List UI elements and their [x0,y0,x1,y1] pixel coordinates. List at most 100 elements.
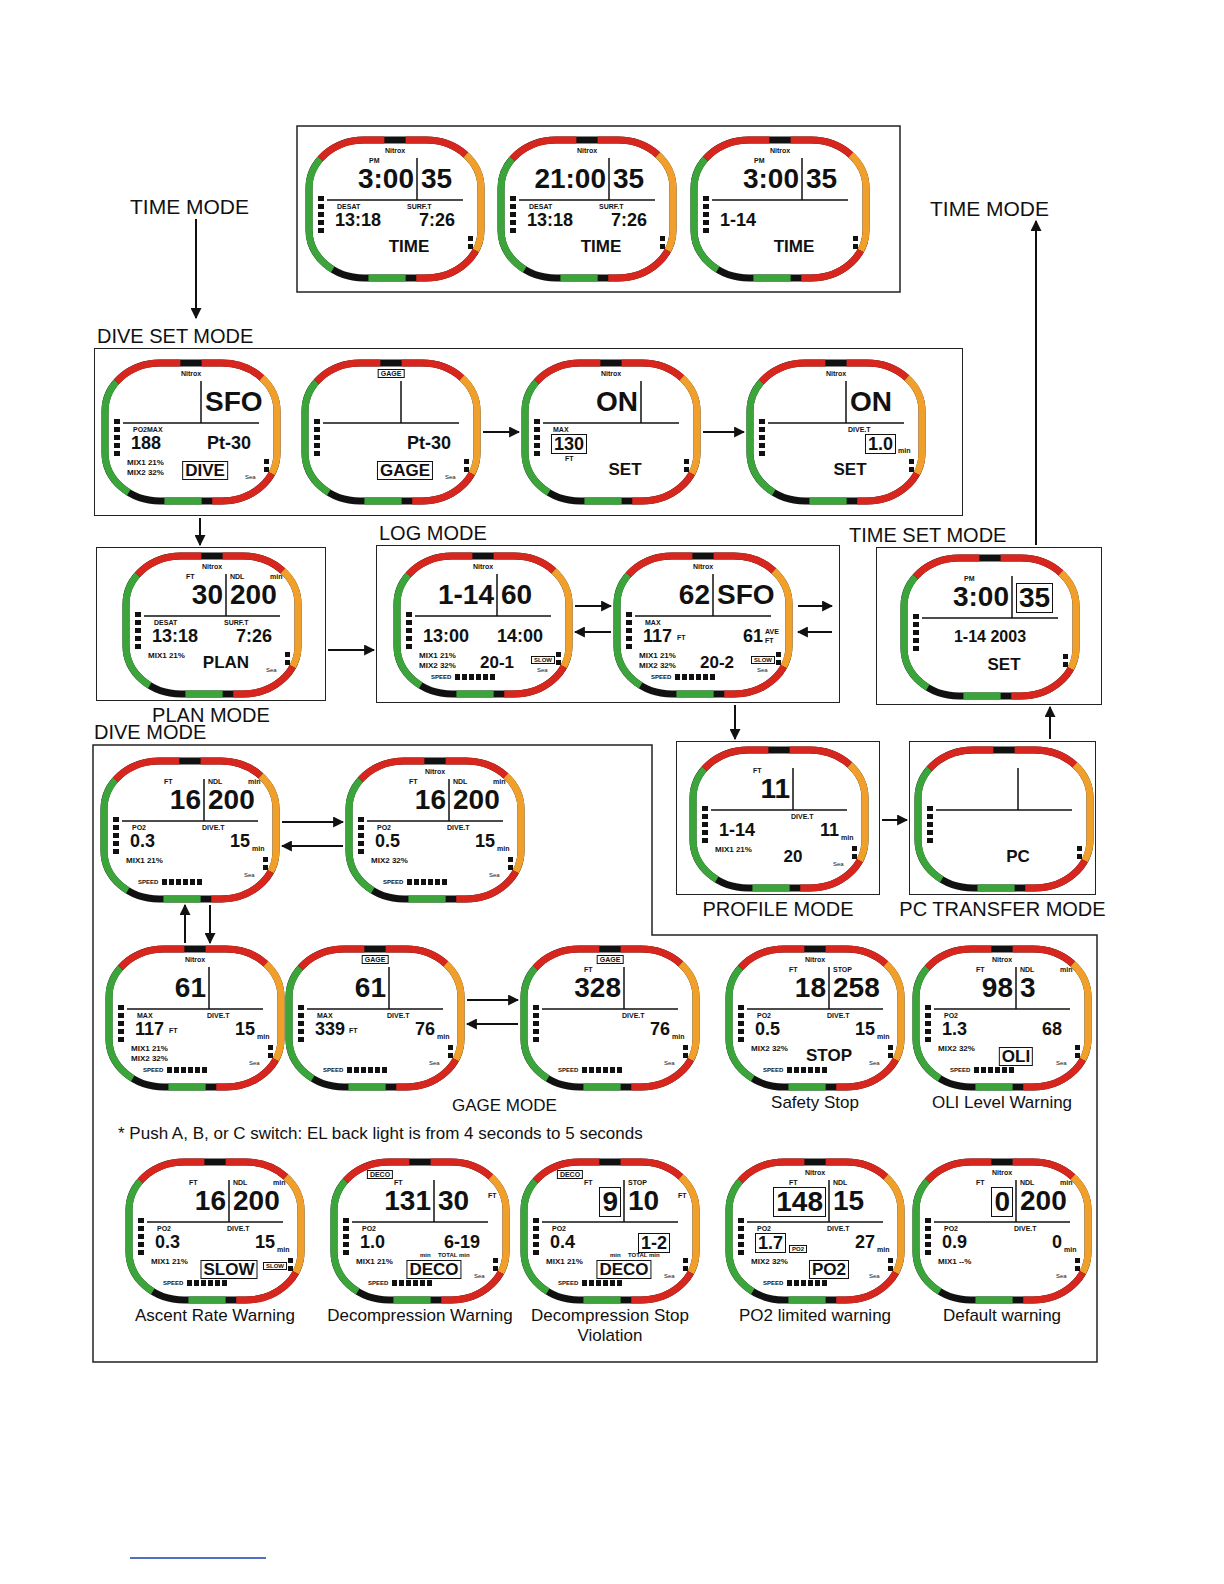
display-divider [828,1180,830,1222]
n2-bar [510,196,516,201]
display-divider [640,381,642,423]
lcd-text: PO2 [809,1260,849,1279]
o2-bar [1075,1045,1080,1050]
n2-bar [138,1242,144,1247]
lcd-text: 7:26 [611,211,647,229]
n2-bar [759,451,765,456]
n2-bar [759,435,765,440]
lcd-text: Sea [869,1273,880,1279]
n2-bar [927,814,933,819]
bezel-segment [289,949,461,1087]
lcd-text: 27 [855,1233,875,1251]
o2-bar [508,865,513,870]
n2-bar [925,1013,931,1018]
lcd-text: 35 [806,165,837,193]
bezel-segment [916,949,1088,1087]
n2-bar [533,1250,539,1255]
lcd-text: min [841,834,853,841]
n2-bar [358,849,364,854]
n2-bar [113,849,119,854]
lcd-text: TIME [774,238,815,255]
bezel-segment [750,363,922,501]
lcd-text: GAGE [362,955,389,964]
lcd-text: FT [349,1027,358,1034]
lcd-text: 328 [574,974,621,1002]
lcd-text: Pt-30 [407,434,451,452]
mode-heading: TIME SET MODE [849,525,1006,545]
lcd-text: 16 [195,1187,226,1215]
display-rule [635,615,771,617]
n2-bar [118,1005,124,1010]
bezel-segment [126,556,298,694]
bezel-segment [524,949,696,1087]
display-divider [228,1180,230,1222]
lcd-text: SPEED [138,879,158,885]
speed-bar [462,674,467,680]
lcd-text: Nitrox [425,768,445,775]
n2-bar [759,419,765,424]
n2-bar [534,451,540,456]
lcd-text: DIVE.T [447,824,470,831]
bezel-segment [289,949,461,1087]
o2-bar [1077,846,1082,851]
n2-bar [702,806,708,811]
lcd-text: 1-2 [638,1233,670,1253]
lcd-text: SET [987,656,1020,673]
lcd-text: Sea [245,474,256,480]
speed-bar [822,1067,827,1073]
lcd-text: PLAN [203,654,249,671]
lcd-text: 0.3 [155,1233,180,1251]
display-rule [144,615,280,617]
bezel-segment [729,949,901,1087]
watch-display: GAGEFT328DIVE.T76minSeaSPEED [520,945,700,1091]
n2-bar [702,830,708,835]
lcd-text: ON [596,388,638,416]
bezel-segment [750,363,922,501]
watch-display: Nitrox1-146013:0014:00MIX1 21%MIX2 32%20… [393,552,573,698]
bezel-segment [524,1162,696,1300]
lcd-text: 30 [192,581,223,609]
bezel-segment [109,949,281,1087]
bezel-segment [916,949,1088,1087]
display-divider [1015,1180,1017,1222]
n2-bar [533,1226,539,1231]
speed-bar [483,674,488,680]
bezel-segment [729,1162,901,1300]
n2-bar [138,1250,144,1255]
lcd-text: Sea [757,667,768,673]
lcd-text: min [273,1179,285,1186]
speed-bar [617,1280,622,1286]
speed-bar [190,879,195,885]
n2-bar [510,204,516,209]
lcd-text: min [610,1252,621,1258]
lcd-text: Nitrox [693,563,713,570]
display-rule [542,1008,678,1010]
bezel-segment [305,363,477,501]
speed-bar [589,1067,594,1073]
speed-bar [435,879,440,885]
watch-display: DECOFT13130FTPO21.06-19minTOTAL minMIX1 … [330,1158,510,1304]
watch-bezel [129,1162,301,1300]
lcd-text: 61 [355,974,386,1002]
lcd-text: 0.4 [550,1233,575,1251]
watch-face [497,136,677,282]
lcd-text: 61 [743,627,763,645]
lcd-text: STOP [806,1047,852,1064]
display-divider [623,967,625,1009]
speed-bar [382,1067,387,1073]
lcd-text: SPEED [950,1067,970,1073]
n2-bar [510,220,516,225]
bezel-segment [397,556,569,694]
lcd-text: SLOW [201,1260,258,1279]
lcd-text: min [877,1033,889,1040]
n2-bar [114,443,120,448]
mode-label-text: TIME MODE [130,196,249,217]
lcd-text: TOTAL min [438,1252,470,1258]
bezel-segment [617,556,789,694]
o2-bar [683,1053,688,1058]
display-rule [747,1221,883,1223]
lcd-text: MIX1 --% [938,1258,971,1266]
lcd-text: FT [394,1179,403,1186]
speed-bar [183,879,188,885]
lcd-text: 60 [501,581,532,609]
